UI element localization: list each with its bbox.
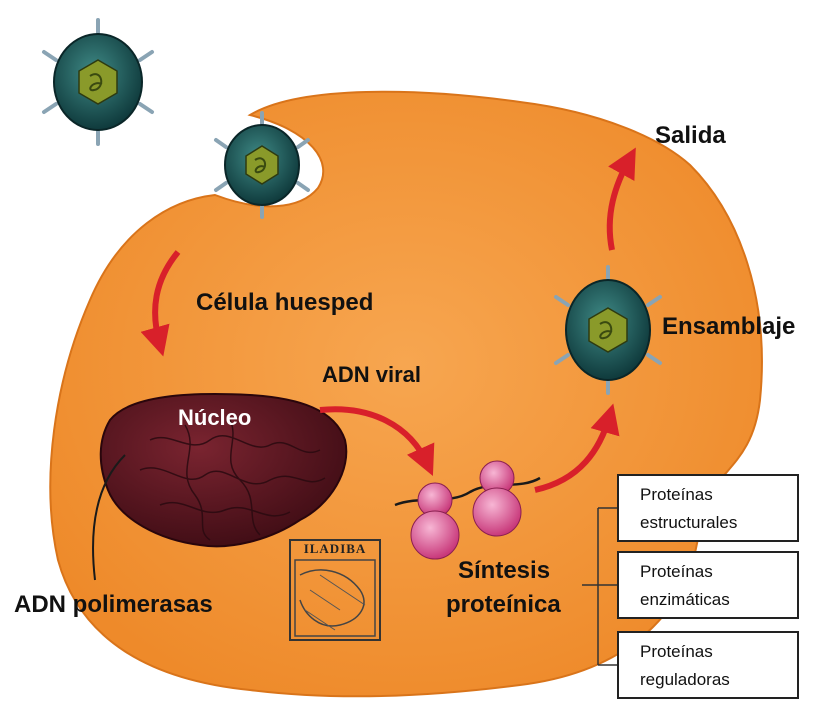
svg-text:enzimáticas: enzimáticas	[640, 590, 730, 609]
svg-text:Proteínas: Proteínas	[640, 562, 713, 581]
svg-text:Proteínas: Proteínas	[640, 485, 713, 504]
protein-synthesis-label-2: proteínica	[446, 591, 561, 618]
viral-dna-label: ADN viral	[322, 362, 421, 387]
protein-synthesis-label-1: Síntesis	[458, 557, 550, 584]
protein-box-regulatory: Proteínas reguladoras	[618, 632, 798, 698]
svg-text:estructurales: estructurales	[640, 513, 737, 532]
svg-text:ILADIBA: ILADIBA	[304, 541, 367, 556]
dna-polymerases-label: ADN polimerasas	[14, 591, 213, 618]
virus-outside-1	[44, 20, 152, 144]
exit-label: Salida	[655, 122, 726, 149]
host-cell-label: Célula huesped	[196, 289, 373, 316]
protein-box-structural: Proteínas estructurales	[618, 475, 798, 541]
protein-box-enzymatic: Proteínas enzimáticas	[618, 552, 798, 618]
nucleus-label: Núcleo	[178, 405, 251, 430]
assembly-label: Ensamblaje	[662, 313, 795, 340]
svg-text:Proteínas: Proteínas	[640, 642, 713, 661]
svg-text:reguladoras: reguladoras	[640, 670, 730, 689]
